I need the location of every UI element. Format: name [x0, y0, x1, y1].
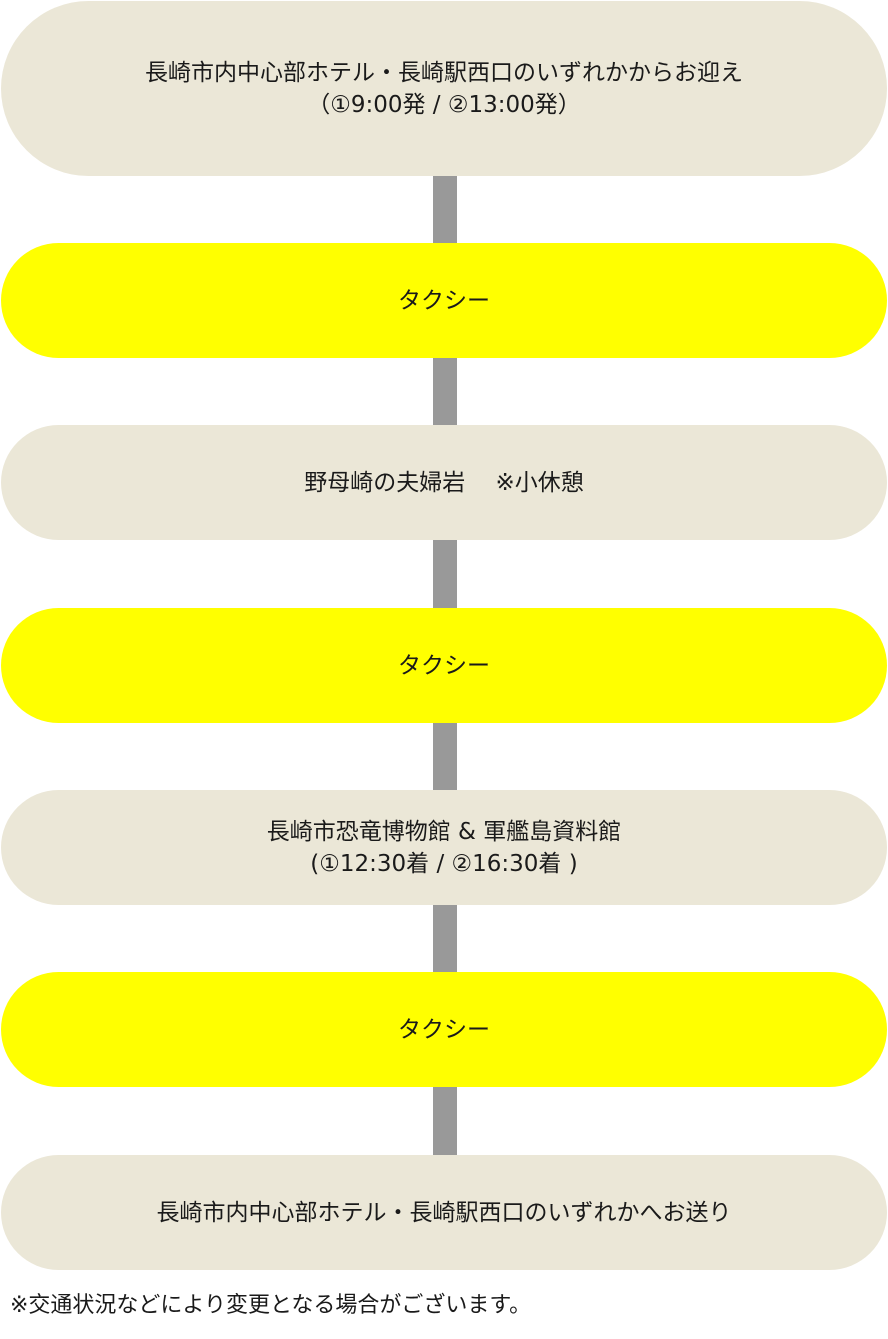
step-taxi-2: タクシー [1, 608, 887, 723]
flow-connector [433, 905, 457, 973]
step-nomozaki: 野母崎の夫婦岩 ※小休憩 [1, 425, 887, 540]
step-pickup-times: （①9:00発 / ②13:00発） [307, 91, 581, 118]
step-taxi-1: タクシー [1, 243, 887, 358]
step-taxi-3: タクシー [1, 972, 887, 1087]
step-museum-text: 長崎市恐竜博物館 & 軍艦島資料館 [266, 818, 622, 845]
flow-connector [433, 1087, 457, 1156]
footnote: ※交通状況などにより変更となる場合がございます。 [10, 1293, 532, 1318]
flow-connector [433, 540, 457, 608]
flow-connector [433, 358, 457, 426]
step-taxi-3-label: タクシー [398, 1016, 490, 1043]
step-pickup-text: 長崎市内中心部ホテル・長崎駅西口のいずれかからお迎え [145, 59, 743, 86]
step-museum: 長崎市恐竜博物館 & 軍艦島資料館 (①12:30着 / ②16:30着 ) [1, 790, 887, 905]
step-taxi-1-label: タクシー [398, 287, 490, 314]
step-dropoff-text: 長崎市内中心部ホテル・長崎駅西口のいずれかへお送り [156, 1199, 732, 1226]
step-taxi-2-label: タクシー [398, 652, 490, 679]
step-dropoff: 長崎市内中心部ホテル・長崎駅西口のいずれかへお送り [1, 1155, 887, 1270]
flow-connector [433, 176, 457, 244]
flow-connector [433, 723, 457, 791]
step-pickup: 長崎市内中心部ホテル・長崎駅西口のいずれかからお迎え （①9:00発 / ②13… [1, 1, 887, 176]
step-nomozaki-text: 野母崎の夫婦岩 ※小休憩 [304, 469, 584, 496]
step-museum-times: (①12:30着 / ②16:30着 ) [310, 850, 578, 877]
